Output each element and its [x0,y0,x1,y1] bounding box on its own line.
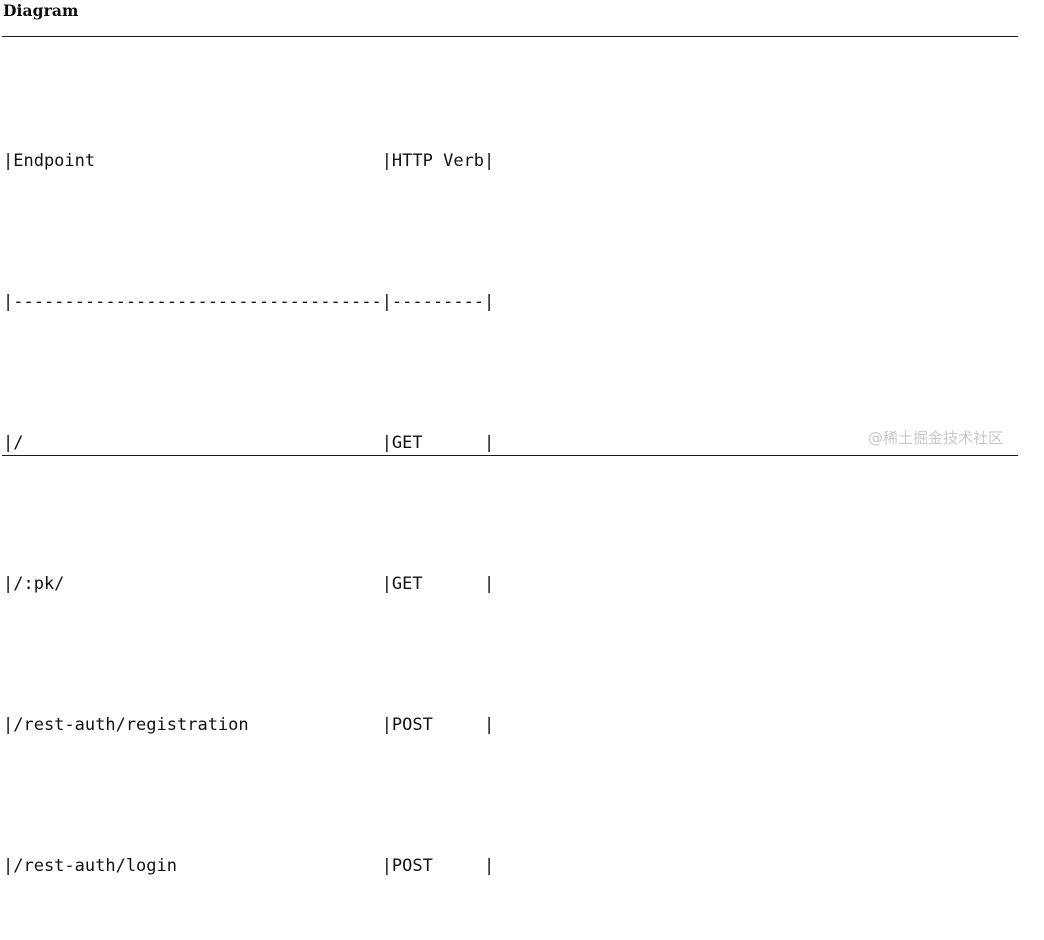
table-row: |/rest-auth/login |POST | [3,856,495,876]
divider-top [2,36,1018,37]
table-row: |/:pk/ |GET | [3,574,495,594]
watermark: @稀土掘金技术社区 [868,429,1004,447]
table-row: |/rest-auth/registration |POST | [3,715,495,735]
table-row: |/ |GET | [3,433,495,453]
table-separator-row: |------------------------------------|--… [3,292,495,312]
endpoint-table: |Endpoint |HTTP Verb| |-----------------… [3,44,494,940]
page-root: Diagram |Endpoint |HTTP Verb| |---------… [2,1,1018,876]
table-header-row: |Endpoint |HTTP Verb| [3,151,495,171]
divider-bottom [2,455,1018,456]
page-title: Diagram [3,1,79,20]
